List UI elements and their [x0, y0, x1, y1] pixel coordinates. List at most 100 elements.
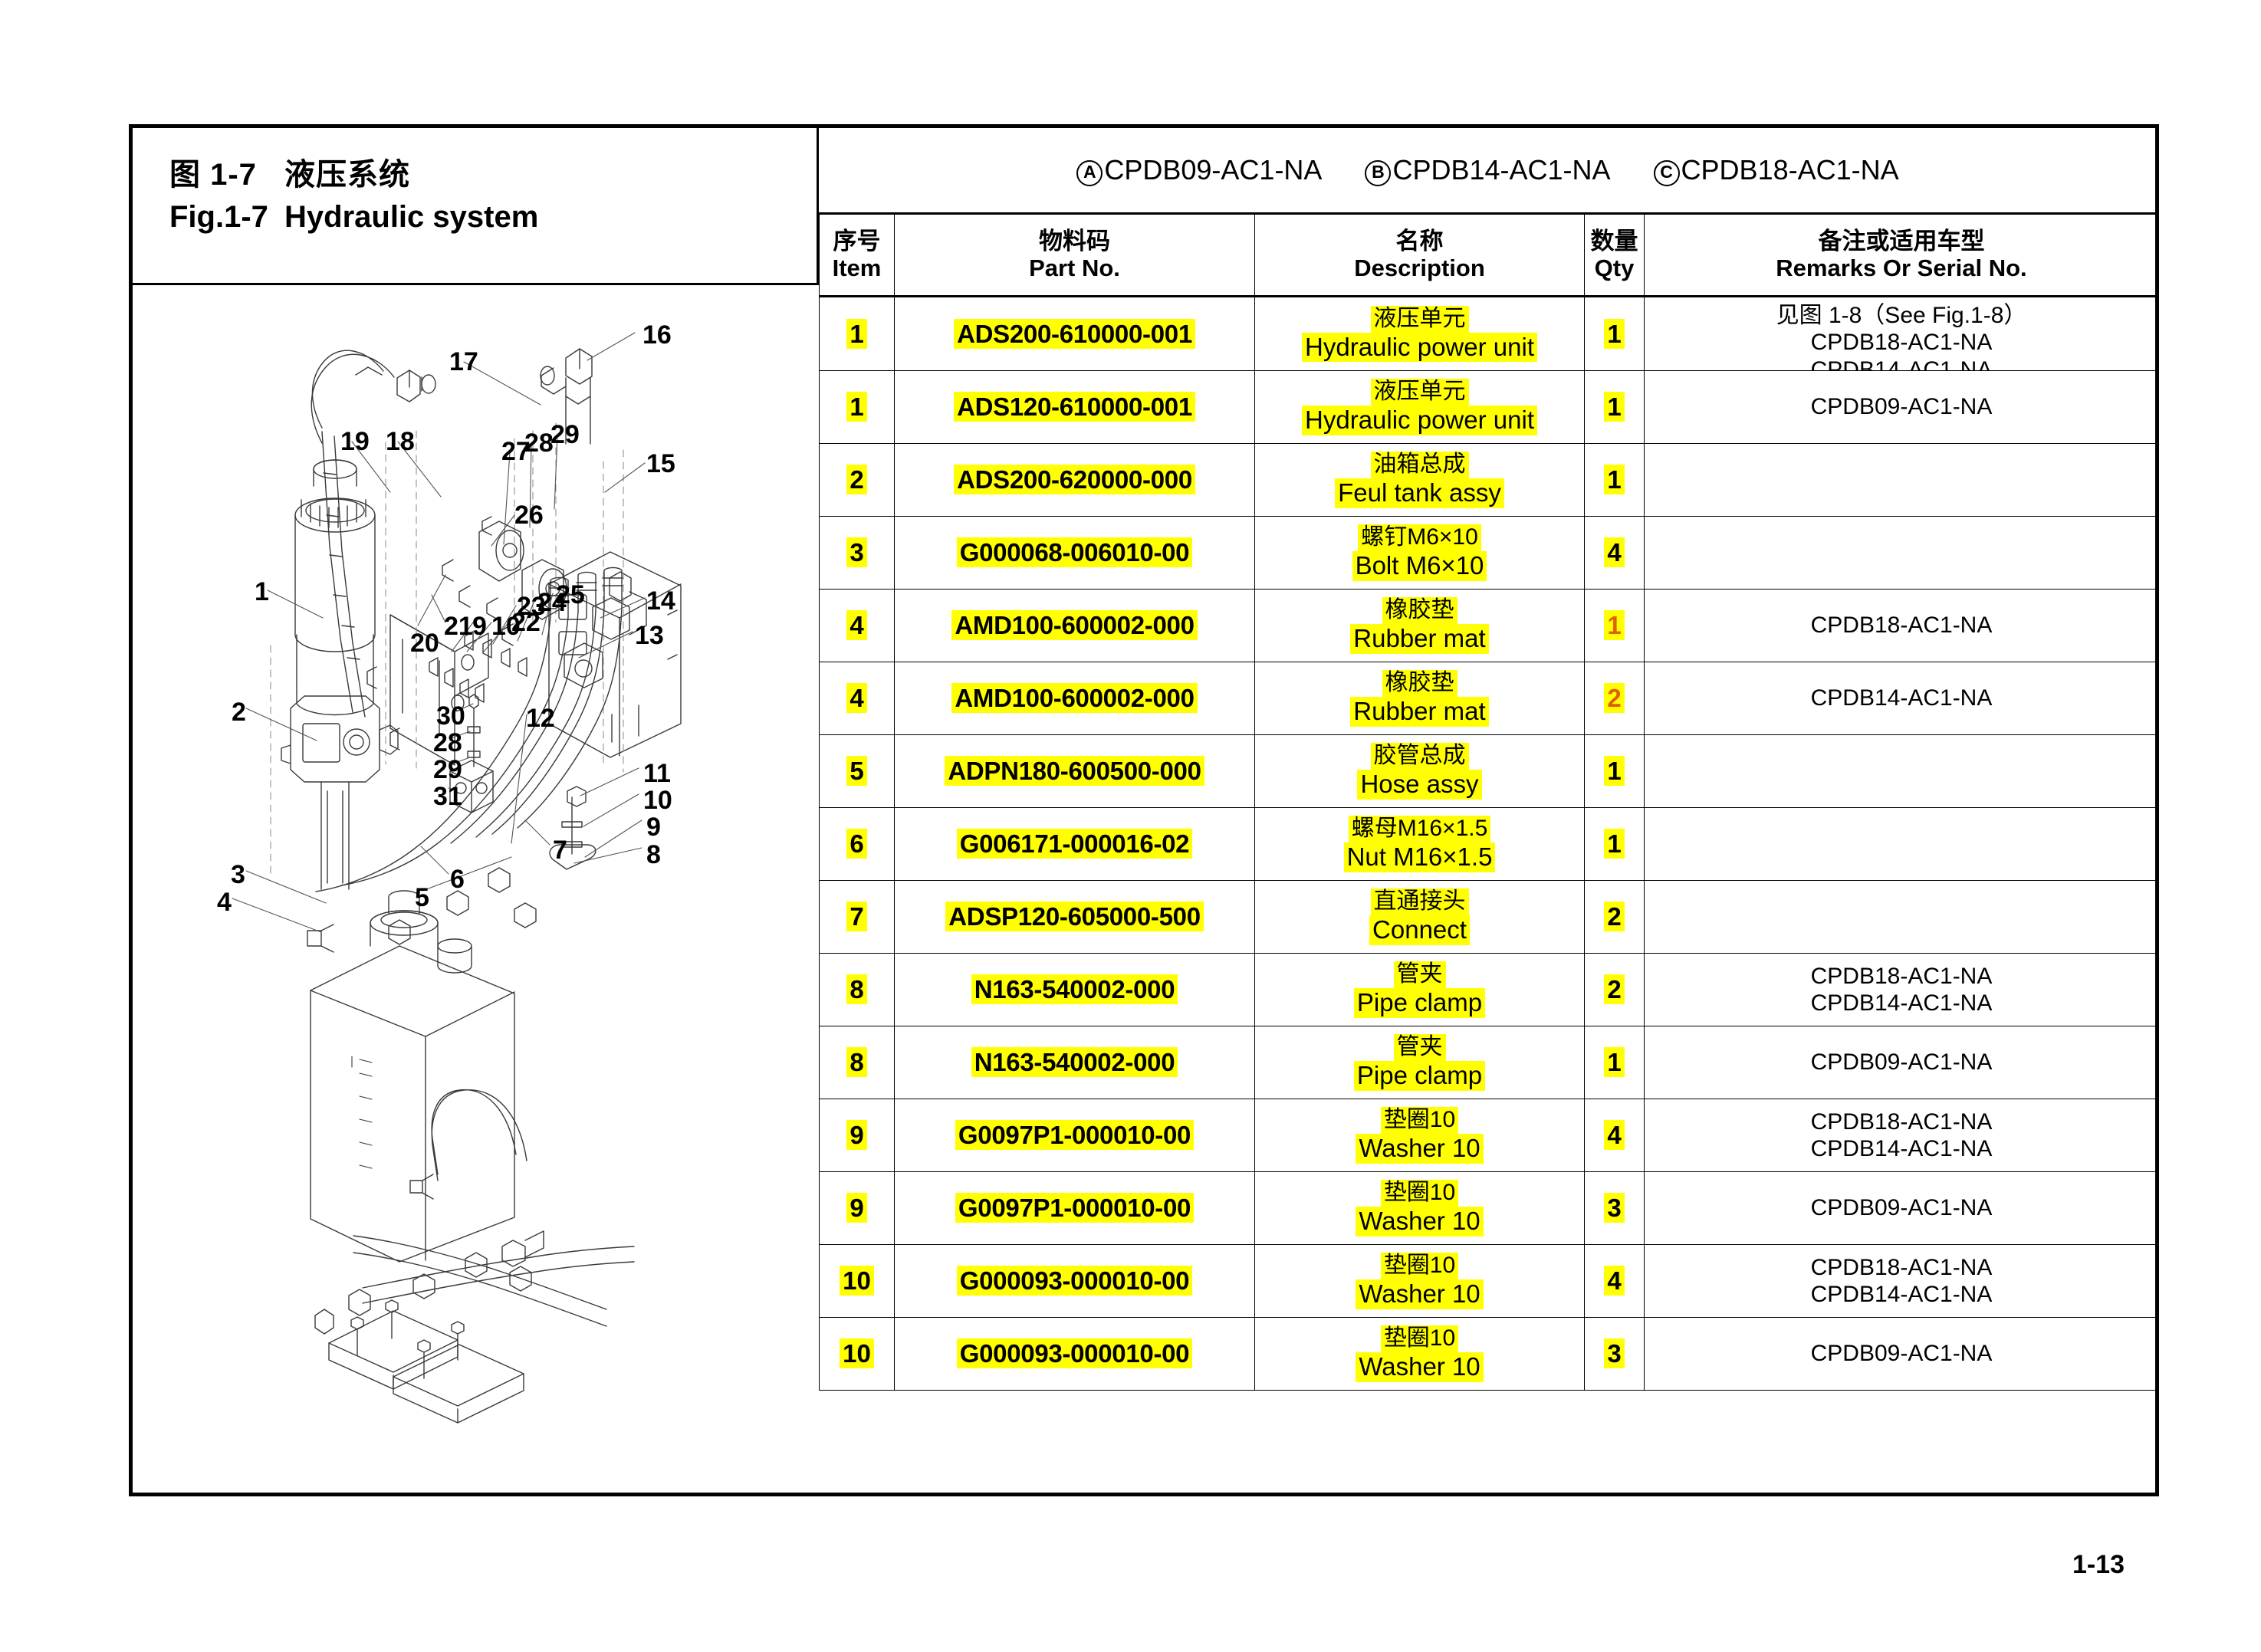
- callout-14: 14: [646, 586, 675, 616]
- callout-16: 16: [642, 320, 672, 350]
- cell-part-no: N163-540002-000: [894, 1026, 1255, 1099]
- qty-value: 1: [1604, 756, 1625, 786]
- description-cn: 管夹: [1393, 961, 1446, 989]
- part-number: G0097P1-000010-00: [955, 1193, 1195, 1223]
- mark-circle-a: A: [1076, 160, 1103, 186]
- description-en: Hydraulic power unit: [1302, 332, 1537, 363]
- cell-part-no: G000093-000010-00: [894, 1244, 1255, 1318]
- remarks-lines: CPDB09-AC1-NA: [1645, 1049, 2158, 1076]
- cell-item: 5: [819, 734, 895, 808]
- part-number: ADS120-610000-001: [954, 392, 1195, 422]
- cell-qty: 2: [1584, 953, 1645, 1026]
- callout-19: 19: [340, 427, 370, 456]
- qty-value: 4: [1604, 1120, 1625, 1150]
- assembly-linework: [232, 332, 682, 1424]
- description-cn: 橡胶垫: [1382, 670, 1457, 698]
- item-number: 3: [846, 537, 867, 567]
- cell-remarks: [1644, 516, 2159, 590]
- qty-value: 2: [1604, 683, 1625, 713]
- part-number: G000093-000010-00: [956, 1266, 1193, 1296]
- cell-remarks: CPDB18-AC1-NA: [1644, 589, 2159, 662]
- qty-value: 1: [1604, 318, 1625, 349]
- description-en: Hydraulic power unit: [1302, 406, 1537, 435]
- item-number: 4: [846, 683, 867, 713]
- item-number: 9: [846, 1193, 867, 1223]
- qty-value: 4: [1604, 1266, 1625, 1296]
- item-number: 7: [846, 902, 867, 931]
- figure-number-en: Fig.1-7: [169, 200, 268, 234]
- item-number: 4: [846, 610, 867, 640]
- parts-table: 序号 Item 物料码 Part No. 名称 Description 数量: [819, 212, 2159, 1391]
- part-number: AMD100-600002-000: [951, 610, 1198, 640]
- cell-item: 1: [819, 296, 895, 371]
- description-cn: 橡胶垫: [1382, 597, 1457, 625]
- callout-25: 25: [556, 580, 585, 609]
- remark-line: CPDB18-AC1-NA: [1810, 613, 1993, 639]
- remark-line: CPDB18-AC1-NA: [1810, 1254, 1993, 1280]
- model-name-c: CPDB18-AC1-NA: [1681, 154, 1899, 186]
- remarks-lines: CPDB09-AC1-NA: [1645, 1194, 2158, 1221]
- callout-28-lower: 28: [433, 728, 462, 757]
- item-number: 5: [846, 756, 867, 786]
- item-number: 9: [846, 1120, 867, 1150]
- callout-8: 8: [646, 840, 661, 869]
- cell-qty: 3: [1584, 1171, 1645, 1245]
- callout-9-upper: 9: [472, 612, 487, 641]
- remarks-lines: CPDB14-AC1-NA: [1645, 685, 2158, 711]
- mark-circle-c: C: [1653, 160, 1680, 186]
- callout-29-upper: 29: [550, 420, 580, 449]
- cell-qty: 1: [1584, 807, 1645, 881]
- cell-part-no: ADS200-610000-001: [894, 296, 1255, 371]
- qty-value: 1: [1604, 465, 1625, 494]
- cell-qty: 2: [1584, 662, 1645, 735]
- cell-part-no: AMD100-600002-000: [894, 589, 1255, 662]
- cell-item: 10: [819, 1244, 895, 1318]
- qty-value: 3: [1604, 1193, 1625, 1223]
- qty-value: 4: [1604, 537, 1625, 567]
- cell-qty: 1: [1584, 589, 1645, 662]
- description-en: Feul tank assy: [1335, 478, 1504, 508]
- cell-qty: 1: [1584, 296, 1645, 371]
- callout-21: 21: [444, 612, 473, 641]
- cell-part-no: G000093-000010-00: [894, 1317, 1255, 1391]
- qty-value: 1: [1604, 392, 1625, 422]
- description-en: Rubber mat: [1350, 624, 1489, 654]
- cell-item: 3: [819, 516, 895, 590]
- column-header-qty: 数量 Qty: [1584, 212, 1645, 297]
- description-cn: 直通接头: [1370, 888, 1469, 916]
- callout-13: 13: [635, 621, 664, 650]
- cell-part-no: ADPN180-600500-000: [894, 734, 1255, 808]
- remarks-lines: CPDB09-AC1-NA: [1645, 393, 2158, 420]
- remark-line: CPDB14-AC1-NA: [1810, 1136, 1993, 1161]
- item-number: 1: [846, 318, 867, 349]
- callout-27: 27: [501, 437, 531, 466]
- cell-part-no: AMD100-600002-000: [894, 662, 1255, 735]
- cell-item: 7: [819, 880, 895, 954]
- item-number: 10: [840, 1266, 874, 1296]
- part-number: ADS200-610000-001: [954, 318, 1195, 349]
- cell-item: 8: [819, 953, 895, 1026]
- description-en: Connect: [1369, 915, 1470, 945]
- column-header-part-no: 物料码 Part No.: [894, 212, 1255, 297]
- cell-part-no: G0097P1-000010-00: [894, 1171, 1255, 1245]
